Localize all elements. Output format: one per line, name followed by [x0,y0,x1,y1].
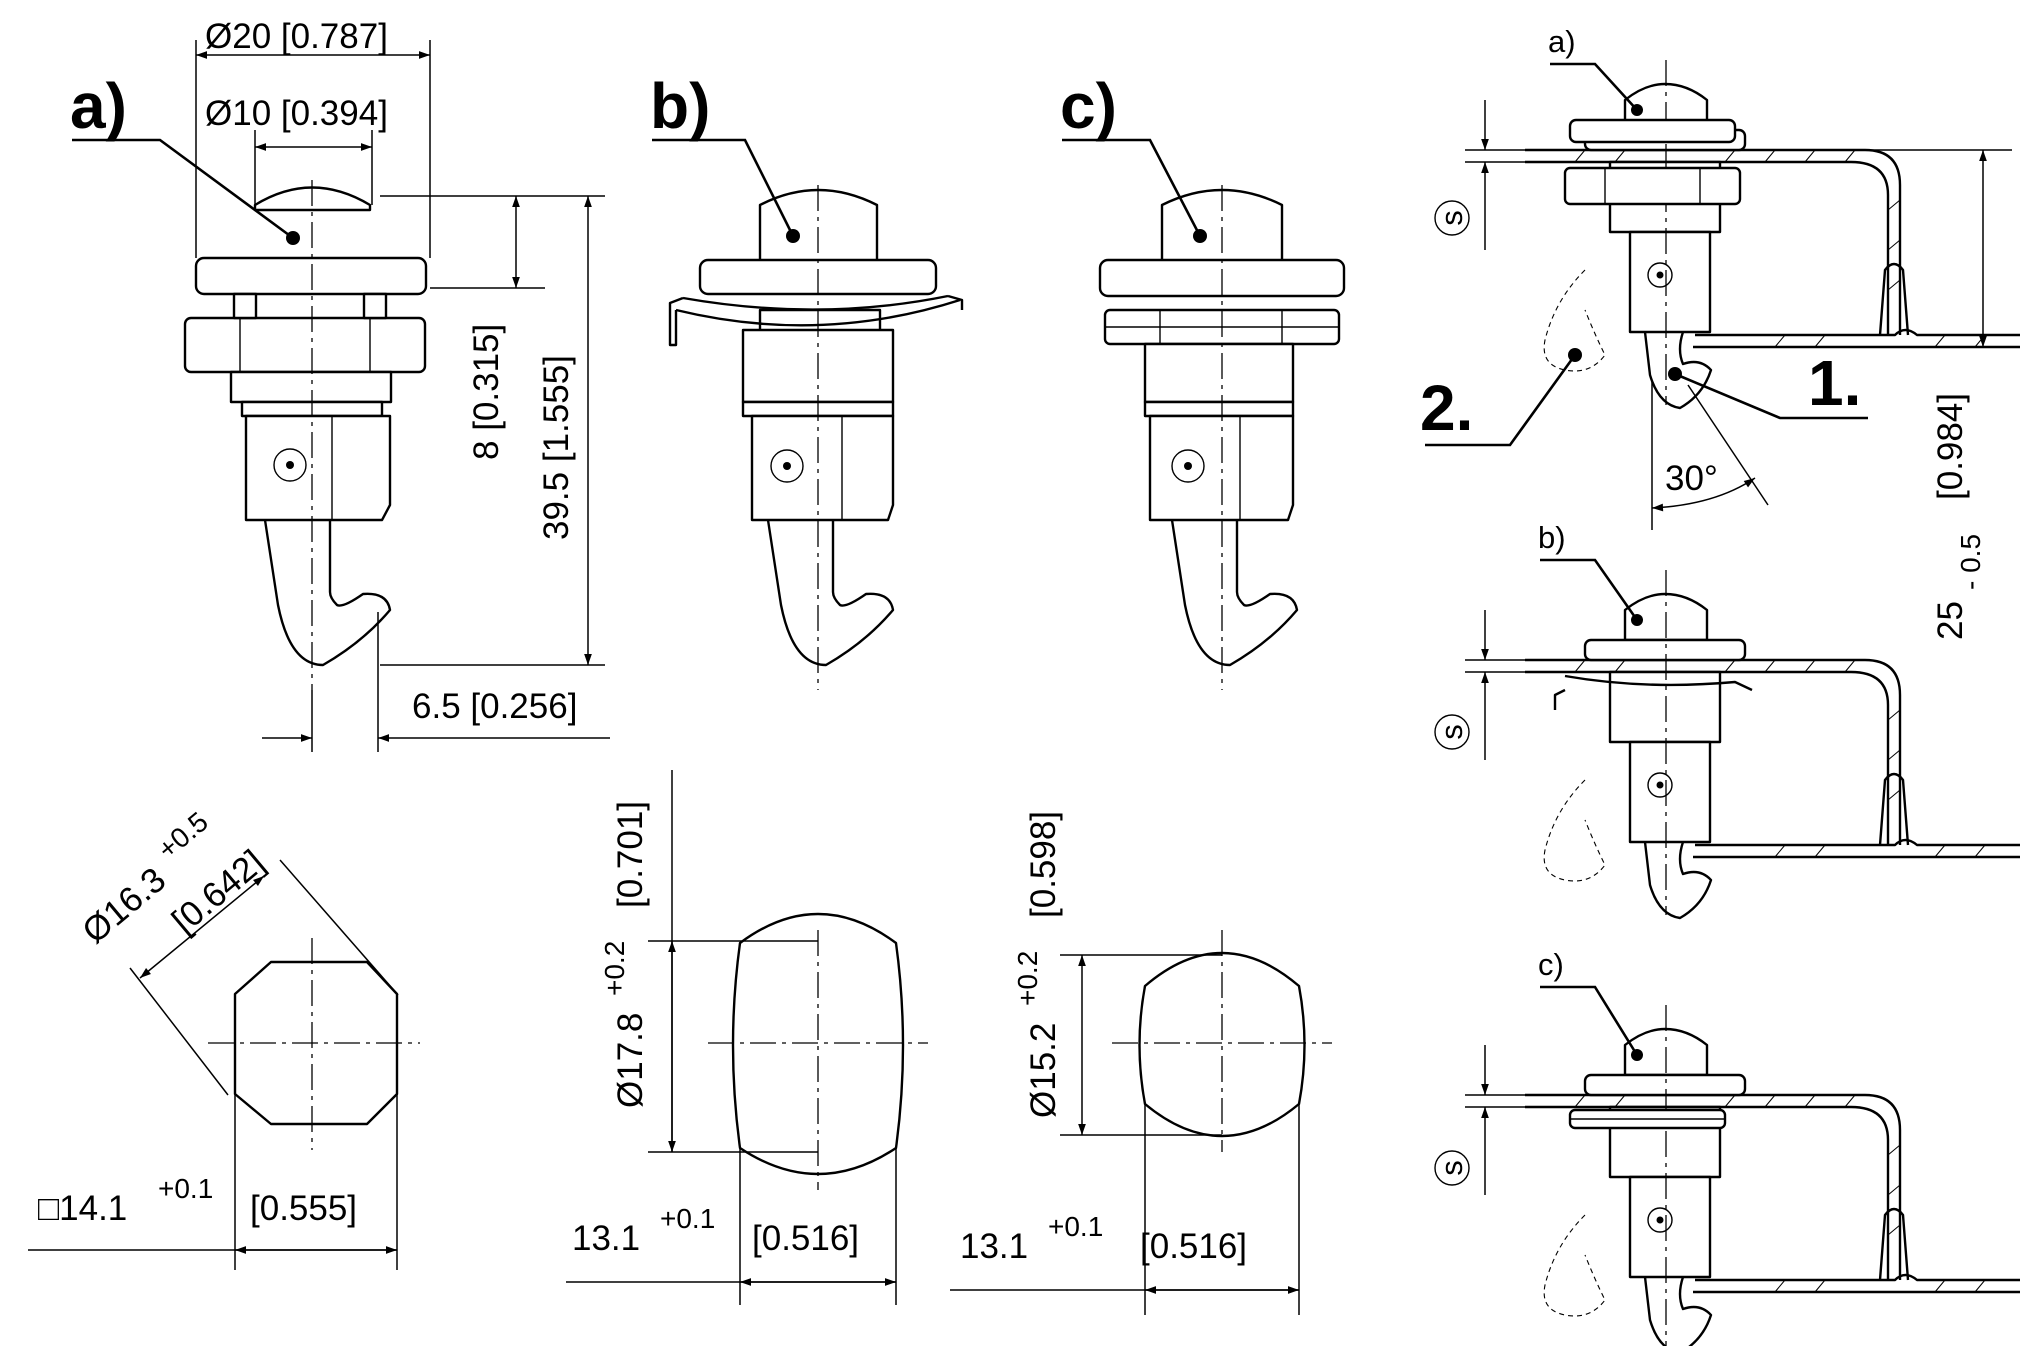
cutout-b [708,912,928,1190]
callout-2: 2. [1420,348,1582,447]
dim-height-25: 25 - 0.5 [0.984] [1860,149,2012,640]
cutout-a [208,938,420,1150]
side-view-c [1523,1003,2020,1346]
variant-b-callout: b) [650,70,800,243]
svg-text:6.5 [0.256]: 6.5 [0.256] [412,687,577,726]
dim-length-39-5: 39.5 [1.555] [380,195,605,666]
callout-1-label: 1. [1808,347,1861,419]
svg-text:Ø16.3: Ø16.3 [75,860,173,951]
variant-a-front-view [183,180,428,690]
side-view-b-callout: b) [1538,520,1643,626]
callout-1: 1. [1668,347,1868,420]
thickness-symbol-c: s [1434,1160,1469,1176]
side-view-c-callout: c) [1538,947,1643,1061]
svg-text:Ø20 [0.787]: Ø20 [0.787] [205,17,388,56]
svg-text:+0.2: +0.2 [1012,951,1043,1006]
svg-text:[0.555]: [0.555] [250,1189,357,1228]
svg-text:13.1: 13.1 [572,1219,640,1258]
dim-offset-6-5: 6.5 [0.256] [262,612,610,752]
variant-c-callout: c) [1060,70,1207,243]
svg-text:- 0.5: - 0.5 [1955,534,1986,590]
dim-diameter-20: Ø20 [0.787] [195,17,431,258]
svg-text:[0.701]: [0.701] [611,801,650,908]
svg-text:25: 25 [1931,601,1970,640]
svg-text:13.1: 13.1 [960,1227,1028,1266]
svg-text:b): b) [1538,520,1566,555]
dim-diameter-10: Ø10 [0.394] [205,94,388,205]
svg-text:[0.984]: [0.984] [1931,393,1970,500]
thickness-symbol-b: s [1434,724,1469,740]
dim-thickness-c: s [1434,1045,1565,1195]
svg-text:+0.5: +0.5 [152,806,214,865]
dim-cutout-a-square: □14.1 +0.1 [0.555] [28,1094,398,1270]
dim-length-8: 8 [0.315] [380,195,545,460]
dim-cutout-b-diameter: Ø17.8 +0.2 [0.701] [599,770,818,1153]
svg-text:[0.516]: [0.516] [752,1219,859,1258]
svg-text:+0.1: +0.1 [1048,1211,1103,1242]
svg-text:+0.1: +0.1 [660,1203,715,1234]
svg-text:8 [0.315]: 8 [0.315] [467,324,506,460]
variant-b-front-view [668,185,964,690]
svg-text:Ø15.2: Ø15.2 [1024,1023,1063,1118]
variant-c-label: c) [1060,70,1117,142]
variant-a-label: a) [70,70,127,142]
variant-c-front-view [1098,185,1346,690]
svg-text:[0.598]: [0.598] [1024,811,1063,918]
svg-text:39.5 [1.555]: 39.5 [1.555] [537,355,576,540]
side-view-a-callout: a) [1548,24,1643,116]
side-view-b [1523,568,2020,920]
svg-text:+0.1: +0.1 [158,1173,213,1204]
svg-text:a): a) [1548,24,1576,59]
svg-text:c): c) [1538,947,1564,982]
dim-thickness-a: s [1434,100,1565,250]
dim-cutout-b-width: 13.1 +0.1 [0.516] [566,1148,897,1305]
svg-text:Ø10 [0.394]: Ø10 [0.394] [205,94,388,133]
callout-2-label: 2. [1420,372,1473,444]
svg-text:[0.516]: [0.516] [1140,1227,1247,1266]
svg-text:+0.2: +0.2 [599,941,630,996]
dim-cutout-c-diameter: Ø15.2 +0.2 [0.598] [1012,811,1222,1136]
svg-text:□14.1: □14.1 [38,1189,127,1228]
svg-text:Ø17.8: Ø17.8 [611,1013,650,1108]
variant-b-label: b) [650,70,710,142]
thickness-symbol-a: s [1434,210,1469,226]
side-view-a [1523,58,2020,410]
variant-a-callout: a) [70,70,300,245]
dim-thickness-b: s [1434,610,1565,760]
dim-angle-30: 30° [1651,380,1769,530]
dim-cutout-c-width: 13.1 +0.1 [0.516] [950,1104,1300,1315]
angle-label: 30° [1665,459,1718,498]
